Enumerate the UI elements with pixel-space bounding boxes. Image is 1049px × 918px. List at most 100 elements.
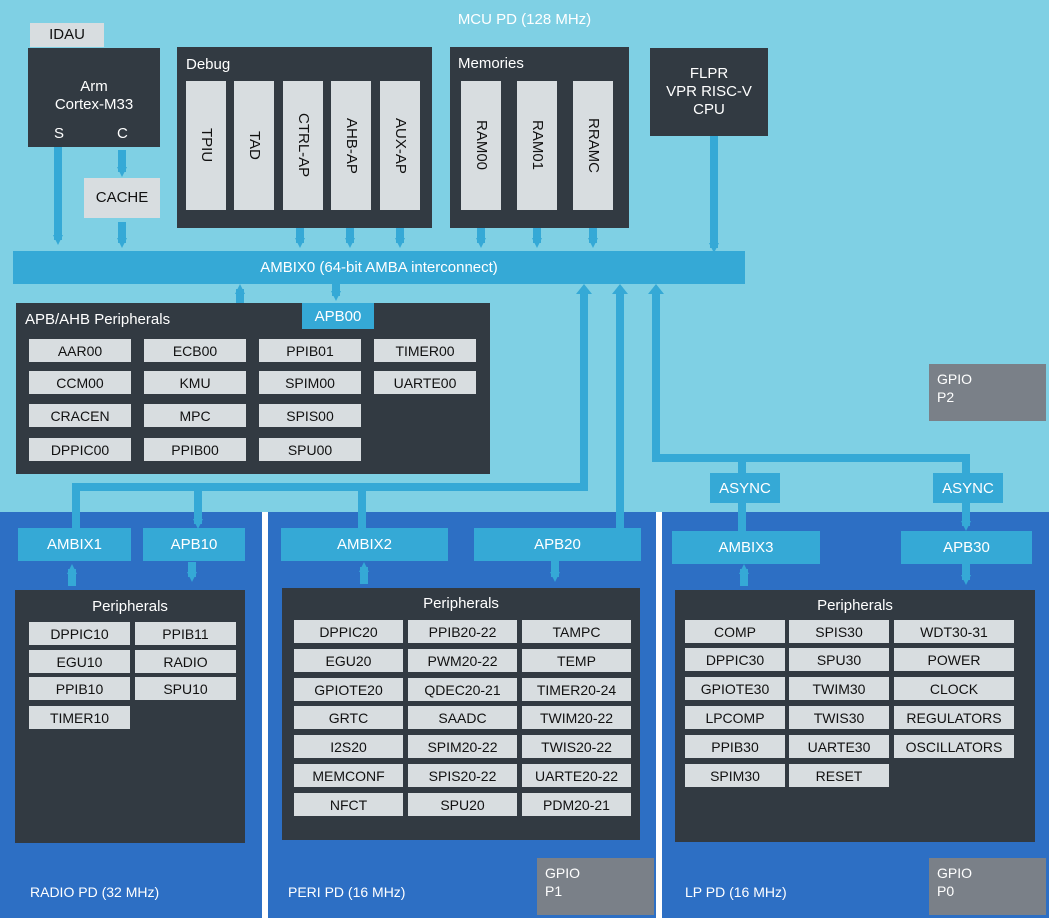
idau-label: IDAU	[30, 23, 104, 47]
apb10-bus: APB10	[143, 528, 245, 561]
peri-periph-uarte20-22: UARTE20-22	[522, 764, 631, 787]
lp-periph-uarte30: UARTE30	[789, 735, 889, 758]
radio-periph-timer10: TIMER10	[29, 706, 130, 729]
debug-ctrl-ap: CTRL-AP	[283, 81, 323, 210]
apb-ahb-title: APB/AHB Peripherals	[25, 311, 171, 328]
lp-periph-regulators: REGULATORS	[894, 706, 1014, 729]
peri-periph-memconf: MEMCONF	[294, 764, 403, 787]
peri-periph-gpiote20: GPIOTE20	[294, 678, 403, 701]
peri-periph-qdec20-21: QDEC20-21	[408, 678, 517, 701]
apb30-bus: APB30	[901, 531, 1032, 564]
gpio-p0-line1: GPIO	[937, 865, 973, 881]
gpio-p0: GPIO P0	[929, 858, 1046, 915]
ambix0-bus: AMBIX0 (64-bit AMBA interconnect)	[13, 251, 745, 284]
lp-periph-dppic30: DPPIC30	[685, 648, 785, 671]
peri-peripherals-title: Peripherals	[423, 595, 499, 612]
gpio-p2-line2: P2	[937, 389, 955, 405]
lp-periph-clock: CLOCK	[894, 677, 1014, 700]
lp-periph-reset: RESET	[789, 764, 889, 787]
memory-ram00: RAM00	[461, 81, 501, 210]
debug-tad: TAD	[234, 81, 274, 210]
radio-periph-egu10: EGU10	[29, 650, 130, 673]
flpr-line1: FLPR	[689, 65, 729, 82]
apb-periph-spu00: SPU00	[259, 438, 361, 461]
cortex-m33-block: Arm Cortex-M33 S C	[28, 48, 160, 147]
apb-periph-mpc: MPC	[144, 404, 246, 427]
peri-periph-spu20: SPU20	[408, 793, 517, 816]
gpio-p1: GPIO P1	[537, 858, 654, 915]
apb20-bus: APB20	[474, 528, 641, 561]
peri-periph-grtc: GRTC	[294, 706, 403, 729]
apb-periph-aar00: AAR00	[29, 339, 131, 362]
lp-periph-twis30: TWIS30	[789, 706, 889, 729]
radio-periph-ppib11: PPIB11	[135, 622, 236, 645]
flpr-cpu-block: FLPR VPR RISC-V CPU	[650, 48, 768, 136]
radio-periph-spu10: SPU10	[135, 677, 236, 700]
apb-periph-timer00: TIMER00	[374, 339, 476, 362]
apb-periph-kmu: KMU	[144, 371, 246, 394]
radio-peripherals-title: Peripherals	[92, 598, 168, 615]
apb-periph-dppic00: DPPIC00	[29, 438, 131, 461]
gpio-p2: GPIO P2	[929, 364, 1046, 421]
peri-periph-tampc: TAMPC	[522, 620, 631, 643]
peri-periph-saadc: SAADC	[408, 706, 517, 729]
apb-periph-uarte00: UARTE00	[374, 371, 476, 394]
peri-pd-label: PERI PD (16 MHz)	[288, 884, 406, 900]
lp-periph-wdt30-31: WDT30-31	[894, 620, 1014, 643]
async-ambix3: ASYNC	[710, 473, 780, 503]
peri-periph-pwm20-22: PWM20-22	[408, 649, 517, 672]
lp-periph-power: POWER	[894, 648, 1014, 671]
gpio-p2-line1: GPIO	[937, 371, 973, 387]
lp-periph-oscillators: OSCILLATORS	[894, 735, 1014, 758]
memories-title: Memories	[458, 55, 524, 72]
gpio-p1-line2: P1	[545, 883, 563, 899]
lp-periph-ppib30: PPIB30	[685, 735, 785, 758]
lp-periph-spim30: SPIM30	[685, 764, 785, 787]
cpu-name-line2: Cortex-M33	[54, 96, 134, 113]
ambix3-bus: AMBIX3	[672, 531, 820, 564]
peri-periph-timer20-24: TIMER20-24	[522, 678, 631, 701]
debug-tpiu: TPIU	[186, 81, 226, 210]
debug-ahb-ap: AHB-AP	[331, 81, 371, 210]
debug-aux-ap: AUX-AP	[380, 81, 420, 210]
flpr-line2: VPR RISC-V	[666, 83, 752, 100]
lp-periph-spu30: SPU30	[789, 648, 889, 671]
apb-periph-spim00: SPIM00	[259, 371, 361, 394]
radio-periph-ppib10: PPIB10	[29, 677, 130, 700]
cpu-port-s: S	[54, 125, 65, 142]
radio-periph-dppic10: DPPIC10	[29, 622, 130, 645]
cache-block: CACHE	[84, 178, 160, 218]
peri-periph-spim20-22: SPIM20-22	[408, 735, 517, 758]
peri-periph-nfct: NFCT	[294, 793, 403, 816]
memory-ram01: RAM01	[517, 81, 557, 210]
apb-periph-ecb00: ECB00	[144, 339, 246, 362]
debug-title: Debug	[186, 56, 231, 73]
async-apb30: ASYNC	[933, 473, 1003, 503]
mcu-pd-title: MCU PD (128 MHz)	[457, 11, 592, 28]
peri-periph-twis20-22: TWIS20-22	[522, 735, 631, 758]
gpio-p0-line2: P0	[937, 883, 955, 899]
cpu-port-c: C	[117, 125, 128, 142]
peri-periph-temp: TEMP	[522, 649, 631, 672]
lp-periph-gpiote30: GPIOTE30	[685, 677, 785, 700]
apb-periph-ppib00: PPIB00	[144, 438, 246, 461]
peri-periph-dppic20: DPPIC20	[294, 620, 403, 643]
flpr-line3: CPU	[693, 101, 725, 118]
apb00-bus: APB00	[302, 303, 374, 329]
apb-periph-spis00: SPIS00	[259, 404, 361, 427]
radio-periph-radio: RADIO	[135, 650, 236, 673]
cpu-name-line1: Arm	[80, 78, 108, 95]
ambix2-bus: AMBIX2	[281, 528, 448, 561]
peri-periph-twim20-22: TWIM20-22	[522, 706, 631, 729]
lp-periph-spis30: SPIS30	[789, 620, 889, 643]
radio-pd-label: RADIO PD (32 MHz)	[30, 884, 160, 900]
apb-periph-ccm00: CCM00	[29, 371, 131, 394]
gpio-p1-line1: GPIO	[545, 865, 581, 881]
lp-peripherals-title: Peripherals	[817, 597, 893, 614]
peri-periph-spis20-22: SPIS20-22	[408, 764, 517, 787]
lp-pd-label: LP PD (16 MHz)	[685, 884, 787, 900]
lp-periph-comp: COMP	[685, 620, 785, 643]
apb-periph-cracen: CRACEN	[29, 404, 131, 427]
peri-periph-pdm20-21: PDM20-21	[522, 793, 631, 816]
